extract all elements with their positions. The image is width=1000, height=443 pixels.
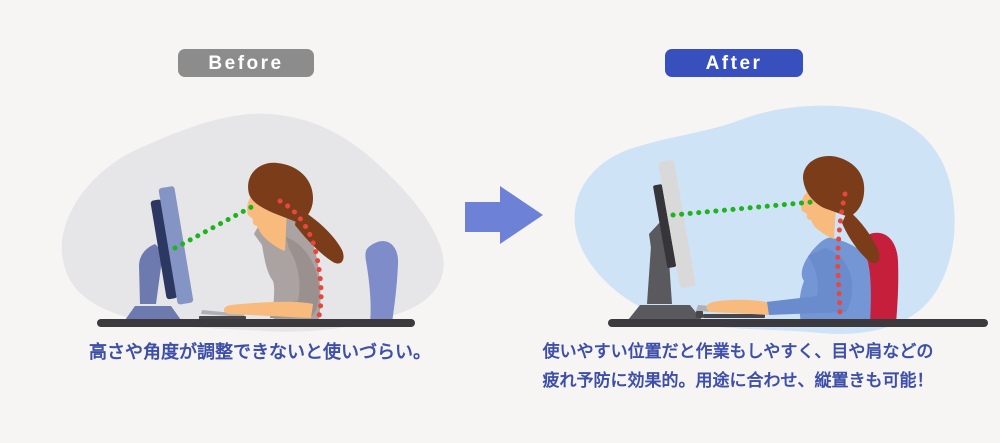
after-caption-line1: 使いやすい位置だと作業もしやすく、目や肩などの — [542, 342, 934, 361]
after-badge: After — [665, 49, 803, 77]
before-spine-line — [277, 198, 324, 319]
before-badge: Before — [178, 49, 314, 77]
before-person — [223, 162, 344, 324]
right-arrow-icon — [465, 186, 543, 244]
before-ponytail — [295, 208, 344, 264]
after-forearm — [706, 299, 769, 315]
after-sleeve — [766, 248, 853, 315]
after-gaze-line — [670, 199, 815, 218]
before-hair — [248, 162, 313, 223]
before-caption: 高さや角度が調整できないと使いづらい。 — [89, 342, 431, 362]
after-desk — [608, 319, 988, 327]
after-illustration — [574, 105, 988, 334]
before-gaze-line — [172, 201, 260, 251]
after-monitor — [628, 160, 702, 320]
after-caption-line2: 疲れ予防に効果的。用途に合わせ、縦置きも可能！ — [542, 370, 934, 390]
before-chair — [365, 241, 399, 323]
before-desk — [97, 319, 415, 327]
after-spine-line — [835, 191, 848, 317]
before-forearm — [223, 301, 313, 318]
after-monitor-screen — [658, 160, 696, 288]
before-monitor — [125, 186, 194, 320]
after-caption: 使いやすい位置だと作業もしやすく、目や肩などの 疲れ予防に効果的。用途に合わせ、… — [520, 338, 956, 396]
before-illustration — [61, 113, 444, 332]
before-sleeve — [270, 237, 320, 318]
after-hair — [803, 156, 865, 217]
after-person — [706, 156, 880, 324]
before-monitor-screen — [158, 186, 194, 305]
after-monitor-back — [653, 184, 677, 268]
after-background-blob — [574, 105, 955, 334]
after-braid — [842, 210, 880, 264]
before-keyboard — [199, 310, 246, 320]
before-monitor-back — [150, 199, 178, 300]
